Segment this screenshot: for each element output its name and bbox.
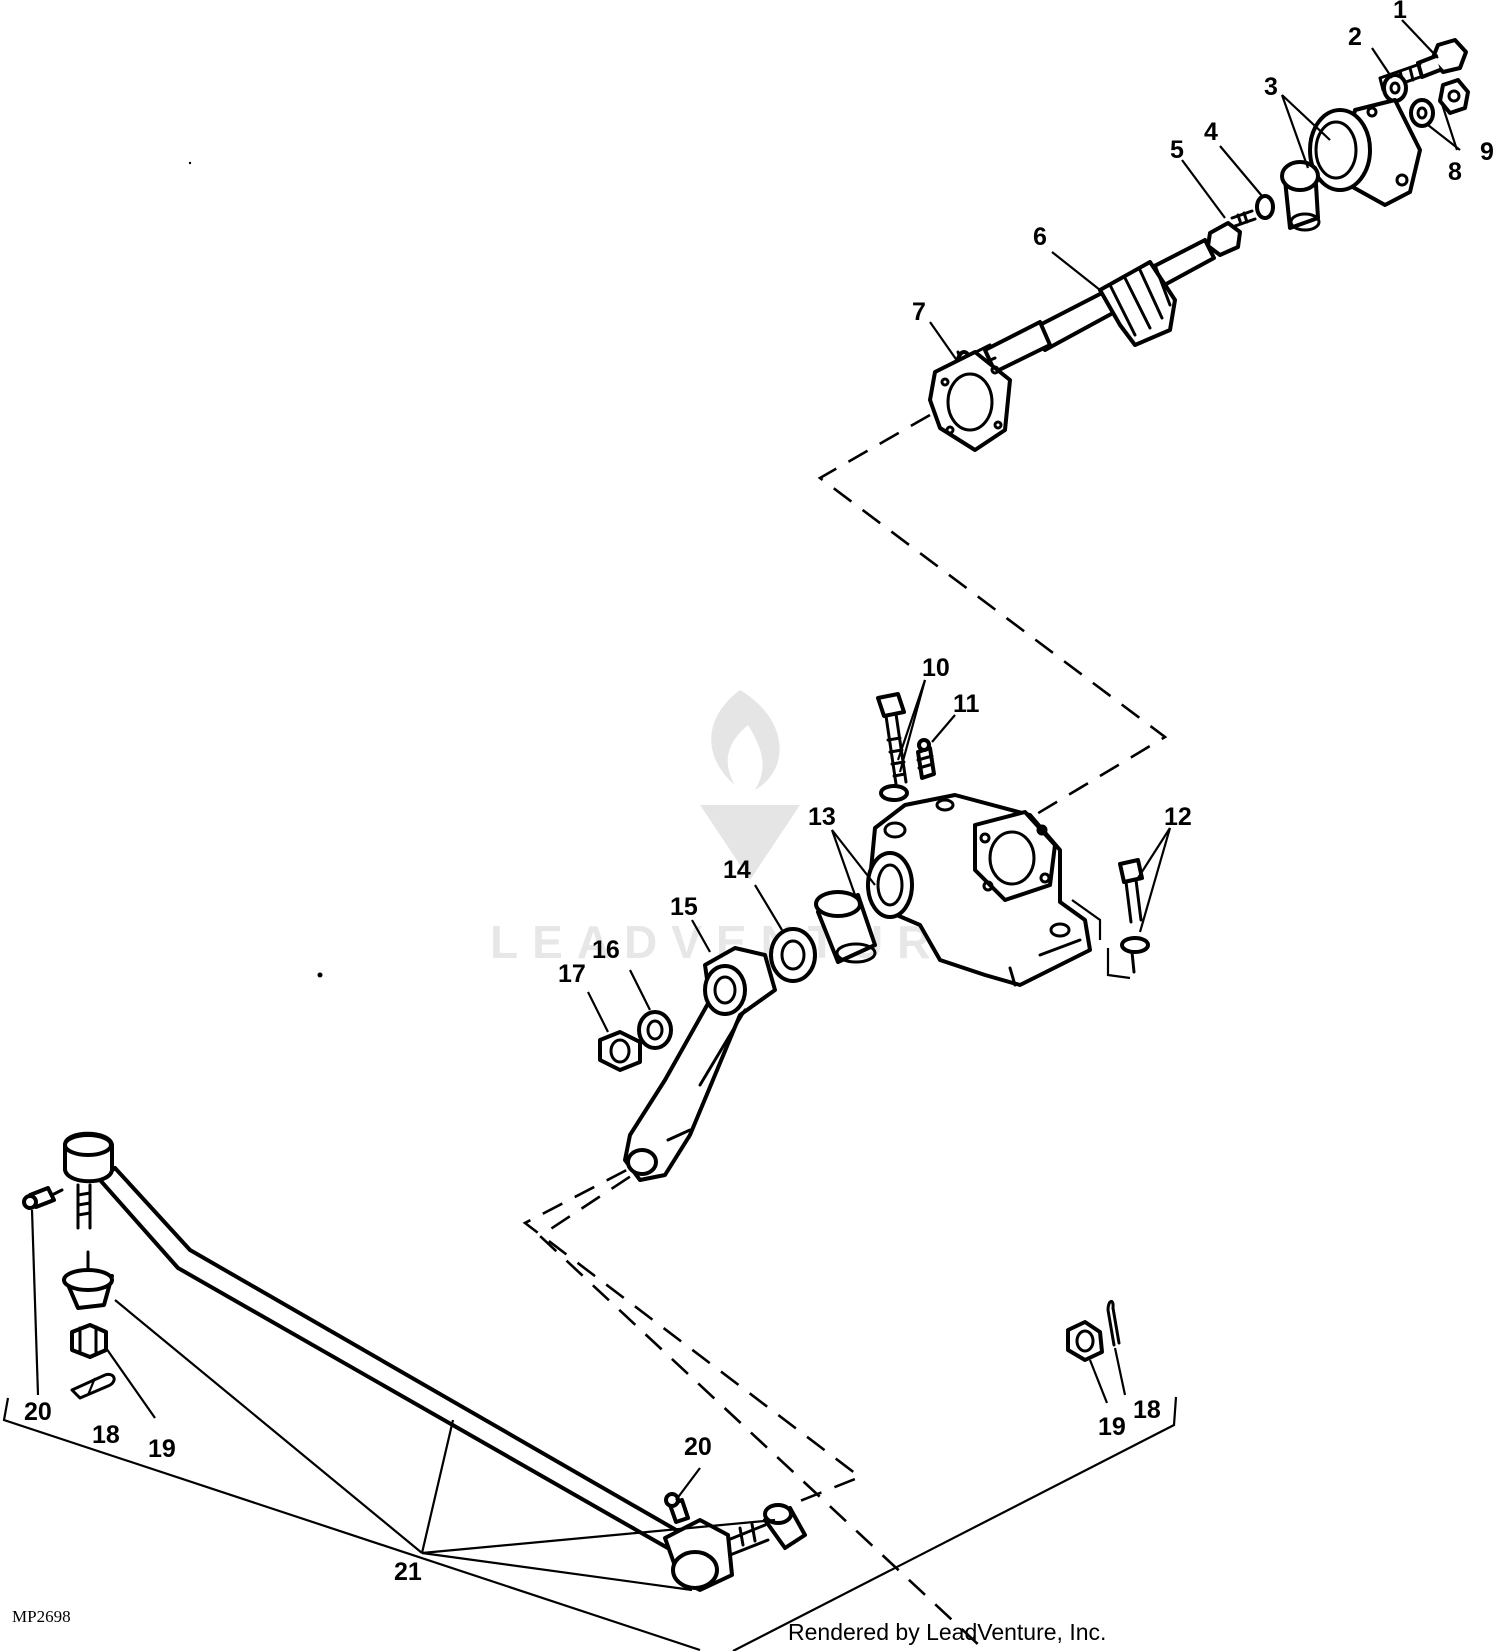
speck (317, 972, 323, 978)
callout-16: 16 (592, 936, 620, 964)
part-6-steering-shaft (954, 238, 1216, 398)
part-20-grease-fitting-left (22, 1186, 64, 1210)
guide-gasket-to-housing (817, 413, 1168, 820)
bracket-part12 (1071, 899, 1102, 940)
callout-20-left: 20 (24, 1398, 52, 1426)
part-2-lock-washer (1382, 73, 1408, 103)
dust-boot-left (62, 1268, 114, 1310)
callout-11: 11 (953, 690, 980, 718)
callout-9: 9 (1480, 138, 1494, 166)
assembly-guide-lines (522, 413, 1168, 1651)
callout-19-left: 19 (148, 1435, 176, 1463)
callout-1: 1 (1393, 0, 1407, 24)
callout-5: 5 (1170, 136, 1184, 164)
part-8-washer (1409, 98, 1435, 128)
part-12-cap-screw (1118, 858, 1150, 974)
part-16-lock-washer (637, 1010, 673, 1050)
part-9-hex-nut (1438, 78, 1470, 115)
bracket-right (732, 1396, 1178, 1651)
leadventure-watermark-logo: LEADVENTURE (490, 690, 975, 968)
part-15-pitman-arm (623, 946, 777, 1182)
guide-arm-to-spindle (537, 1135, 988, 1651)
callout-19-right: 19 (1098, 1413, 1126, 1441)
part-13-bushing (814, 890, 877, 964)
callout-21: 21 (394, 1558, 422, 1586)
part-18-cotter-pin-left (70, 1372, 116, 1400)
bracket-left (2, 1397, 701, 1651)
callout-18-left: 18 (92, 1421, 120, 1449)
part-20-grease-fitting-right (664, 1492, 690, 1524)
callout-15: 15 (670, 893, 698, 921)
part-4-washer (1255, 194, 1275, 220)
callout-2: 2 (1348, 23, 1362, 51)
speck (188, 161, 192, 165)
leader-lines (30, 19, 1461, 1592)
callout-14: 14 (723, 856, 751, 884)
part-3-bearing-cap (1308, 98, 1422, 207)
part-21-drag-link (63, 1131, 770, 1592)
callout-18-right: 18 (1133, 1396, 1161, 1424)
steering-gear-housing (866, 793, 1092, 987)
render-credit: Rendered by LeadVenture, Inc. (788, 1619, 1106, 1645)
callout-12: 12 (1164, 803, 1192, 831)
drawing-code: MP2698 (12, 1607, 71, 1626)
callout-4: 4 (1204, 118, 1218, 146)
callout-3: 3 (1264, 73, 1278, 101)
callout-20-right: 20 (684, 1433, 712, 1461)
callout-labels: 1 2 3 4 5 6 7 8 9 10 11 12 13 14 15 16 1… (24, 0, 1494, 1586)
callout-6: 6 (1033, 223, 1047, 251)
part-17-nut (598, 1030, 642, 1072)
guide-arm-to-tierod (522, 1135, 863, 1507)
brackets (2, 899, 1178, 1651)
callout-7: 7 (912, 298, 926, 326)
callout-13: 13 (808, 803, 836, 831)
callout-8: 8 (1448, 158, 1462, 186)
part-19-castle-nut-left (70, 1323, 108, 1359)
part-5-screw (1206, 209, 1257, 257)
callout-10: 10 (922, 654, 950, 682)
part-14-seal (769, 927, 817, 983)
part-7-gasket (928, 350, 1012, 452)
part-19-castle-nut-right (1066, 1320, 1104, 1362)
bracket-part12-lower (1106, 948, 1131, 980)
part-3-bushing (1280, 160, 1321, 232)
dust-boot-right (763, 1503, 807, 1550)
callout-17: 17 (558, 960, 586, 988)
part-18-cotter-pin-right (1106, 1300, 1121, 1347)
part-11-grease-fitting (916, 738, 936, 780)
